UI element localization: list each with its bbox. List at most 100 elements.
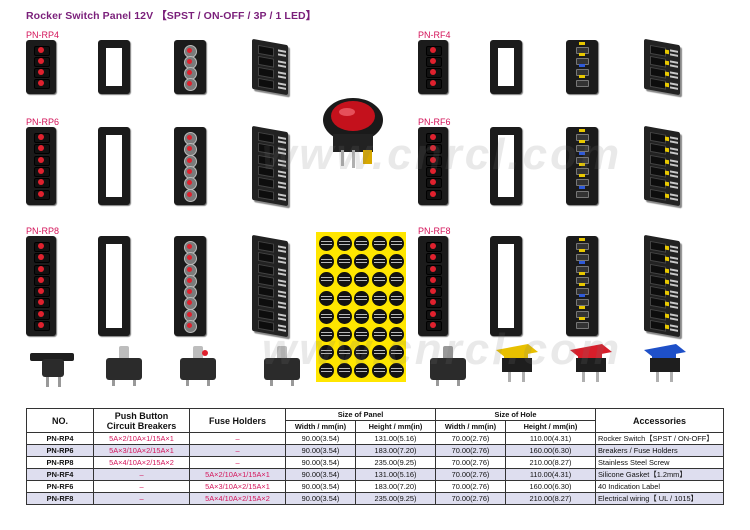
cell-panel-height: 183.00(7.20) bbox=[355, 480, 436, 493]
cell-panel-width: 90.00(3.54) bbox=[285, 456, 356, 469]
indication-label-sheet bbox=[316, 232, 406, 382]
fuse-panel-image bbox=[566, 236, 598, 336]
fuse-panel-image bbox=[174, 40, 206, 94]
label-pn-rp8: PN-RP8 bbox=[26, 226, 60, 236]
header-push-button-line1: Push Button bbox=[114, 410, 169, 421]
header-size-of-panel: Size of Panel bbox=[285, 408, 436, 421]
cell-fuse: – bbox=[189, 432, 286, 445]
cell-hole-width: 70.00(2.76) bbox=[435, 468, 506, 481]
spec-table: NO. Push Button Circuit Breakers Fuse Ho… bbox=[26, 408, 724, 505]
cell-hole-width: 70.00(2.76) bbox=[435, 492, 506, 505]
panel-side-view-image bbox=[252, 38, 288, 96]
cell-no: PN-RF8 bbox=[26, 492, 94, 505]
push-button-breaker-image-2 bbox=[178, 344, 218, 386]
page-title: Rocker Switch Panel 12V 【SPST / ON-OFF /… bbox=[26, 10, 317, 22]
cell-hole-height: 110.00(4.31) bbox=[505, 468, 596, 481]
cell-accessories: Rocker Switch【SPST / ON-OFF】 bbox=[595, 432, 724, 445]
cell-breakers: 5A×2/10A×1/15A×1 bbox=[93, 432, 190, 445]
label-pn-rf4: PN-RF4 bbox=[418, 30, 451, 40]
cell-panel-width: 90.00(3.54) bbox=[285, 492, 356, 505]
switch-panel-image bbox=[26, 236, 56, 336]
cell-panel-width: 90.00(3.54) bbox=[285, 480, 356, 493]
red-rocker-switch-image bbox=[570, 344, 612, 382]
panel-frame-image bbox=[490, 40, 522, 94]
cell-hole-width: 70.00(2.76) bbox=[435, 444, 506, 457]
header-size-of-hole: Size of Hole bbox=[435, 408, 596, 421]
label-pn-rp6: PN-RP6 bbox=[26, 117, 60, 127]
cell-accessories: 40 Indication Label bbox=[595, 480, 724, 493]
cell-hole-height: 160.00(6.30) bbox=[505, 480, 596, 493]
panel-side-view-image bbox=[644, 38, 680, 96]
cell-breakers: – bbox=[93, 468, 190, 481]
cell-hole-width: 70.00(2.76) bbox=[435, 432, 506, 445]
cell-panel-width: 90.00(3.54) bbox=[285, 468, 356, 481]
cell-accessories: Electrical wiring【 UL / 1015】 bbox=[595, 492, 724, 505]
header-panel-height: Height / mm(in) bbox=[355, 420, 436, 433]
panel-side-view-image bbox=[644, 234, 680, 338]
header-circuit-breakers: Circuit Breakers bbox=[106, 420, 177, 431]
cell-no: PN-RF6 bbox=[26, 480, 94, 493]
panel-frame-image bbox=[490, 236, 522, 336]
cell-accessories: Stainless Steel Screw bbox=[595, 456, 724, 469]
switch-panel-image bbox=[418, 40, 448, 94]
cell-no: PN-RF4 bbox=[26, 468, 94, 481]
cell-no: PN-RP8 bbox=[26, 456, 94, 469]
header-push-button: Push Button Circuit Breakers bbox=[93, 408, 190, 433]
panel-side-view-image bbox=[644, 125, 680, 207]
cell-hole-width: 70.00(2.76) bbox=[435, 456, 506, 469]
fuse-breaker-image bbox=[262, 344, 302, 386]
cell-hole-width: 70.00(2.76) bbox=[435, 480, 506, 493]
panel-side-view-image bbox=[252, 125, 288, 207]
label-pn-rp4: PN-RP4 bbox=[26, 30, 60, 40]
cell-breakers: – bbox=[93, 480, 190, 493]
switch-panel-image bbox=[418, 236, 448, 336]
cell-fuse: 5A×3/10A×2/15A×1 bbox=[189, 480, 286, 493]
switch-panel-image bbox=[418, 127, 448, 205]
fuse-panel-image bbox=[174, 236, 206, 336]
cell-fuse: 5A×4/10A×2/15A×2 bbox=[189, 492, 286, 505]
fuse-panel-image bbox=[174, 127, 206, 205]
round-rocker-switch-image bbox=[323, 98, 383, 168]
cell-fuse: – bbox=[189, 444, 286, 457]
cell-no: PN-RP4 bbox=[26, 432, 94, 445]
header-accessories: Accessories bbox=[595, 408, 724, 433]
header-hole-width: Width / mm(in) bbox=[435, 420, 506, 433]
fuse-panel-image bbox=[566, 127, 598, 205]
cell-no: PN-RP6 bbox=[26, 444, 94, 457]
breaker-image-right bbox=[428, 344, 468, 386]
blue-rocker-switch-image bbox=[644, 344, 686, 382]
panel-side-view-image bbox=[252, 234, 288, 338]
cell-fuse: 5A×2/10A×1/15A×1 bbox=[189, 468, 286, 481]
cell-panel-height: 183.00(7.20) bbox=[355, 444, 436, 457]
cell-panel-width: 90.00(3.54) bbox=[285, 432, 356, 445]
circuit-breaker-image bbox=[30, 347, 74, 389]
header-no: NO. bbox=[26, 408, 94, 433]
cell-panel-width: 90.00(3.54) bbox=[285, 444, 356, 457]
cell-panel-height: 131.00(5.16) bbox=[355, 468, 436, 481]
label-pn-rf6: PN-RF6 bbox=[418, 117, 451, 127]
cell-hole-height: 210.00(8.27) bbox=[505, 492, 596, 505]
fuse-panel-image bbox=[566, 40, 598, 94]
switch-panel-image bbox=[26, 40, 56, 94]
cell-fuse: – bbox=[189, 456, 286, 469]
panel-frame-image bbox=[98, 127, 130, 205]
cell-hole-height: 160.00(6.30) bbox=[505, 444, 596, 457]
cell-panel-height: 235.00(9.25) bbox=[355, 492, 436, 505]
panel-frame-image bbox=[490, 127, 522, 205]
panel-frame-image bbox=[98, 236, 130, 336]
header-fuse-holders: Fuse Holders bbox=[189, 408, 286, 433]
header-hole-height: Height / mm(in) bbox=[505, 420, 596, 433]
cell-panel-height: 131.00(5.16) bbox=[355, 432, 436, 445]
cell-hole-height: 210.00(8.27) bbox=[505, 456, 596, 469]
cell-accessories: Silicone Gasket【1.2mm】 bbox=[595, 468, 724, 481]
cell-breakers: 5A×4/10A×2/15A×2 bbox=[93, 456, 190, 469]
header-panel-width: Width / mm(in) bbox=[285, 420, 356, 433]
cell-hole-height: 110.00(4.31) bbox=[505, 432, 596, 445]
switch-panel-image bbox=[26, 127, 56, 205]
